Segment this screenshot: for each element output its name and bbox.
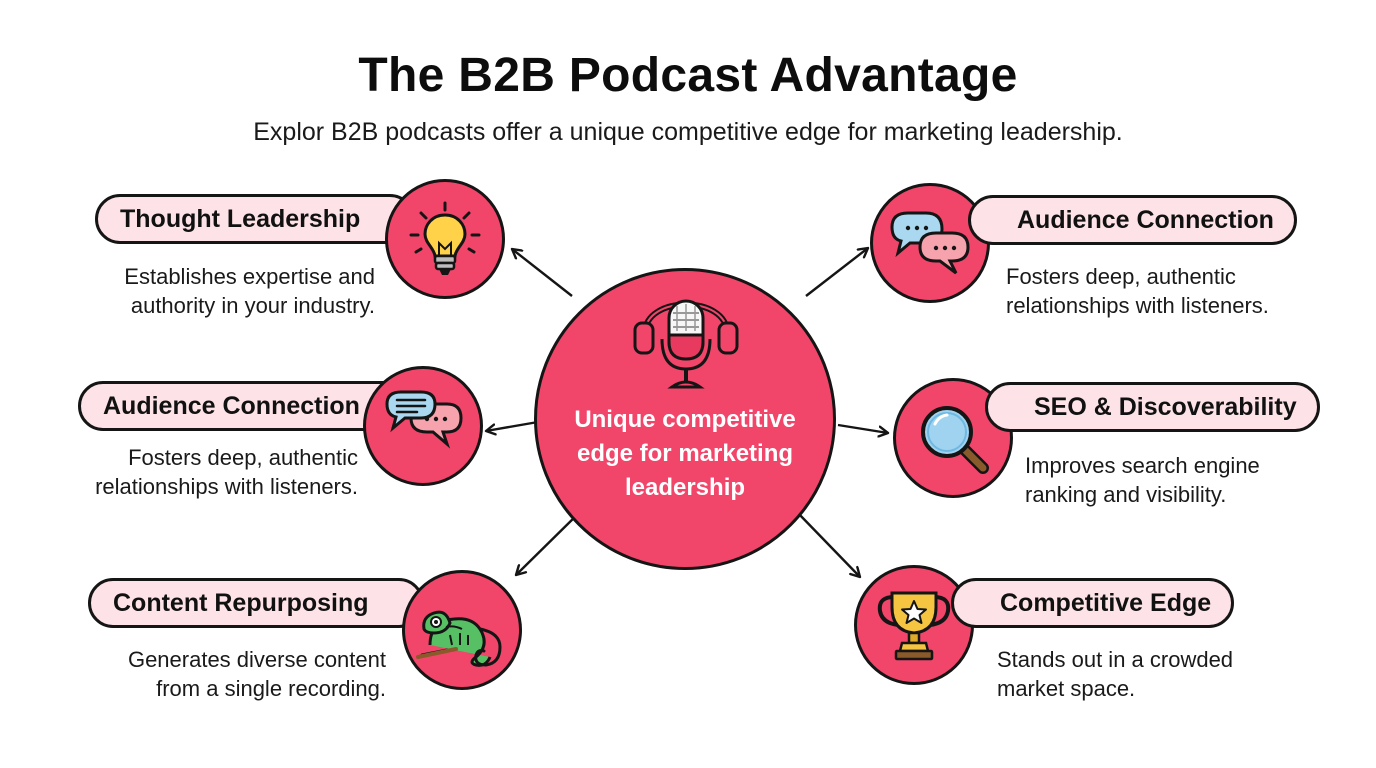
- description-line: Fosters deep, authentic: [1006, 264, 1236, 289]
- description-line: market space.: [997, 676, 1136, 701]
- arrow-to-competitive-edge: [796, 511, 860, 577]
- trophy-icon: [877, 591, 951, 661]
- node-title-audience-connection-left: Audience Connection: [78, 381, 415, 431]
- hub-label: Unique competitive edge for marketing le…: [553, 403, 817, 505]
- node-icon-circle-audience-connection-left: [363, 366, 483, 486]
- chat-bubbles-icon: [890, 211, 970, 275]
- node-description-thought-leadership: Establishes expertise and authority in y…: [124, 262, 375, 320]
- node-description-audience-connection-right: Fosters deep, authentic relationships wi…: [1006, 262, 1269, 320]
- description-line: Stands out in a crowded: [997, 647, 1234, 672]
- node-title-content-repurposing: Content Repurposing: [88, 578, 424, 628]
- chat-bubbles-icon: [385, 390, 463, 449]
- description-line: relationships with listeners.: [1006, 293, 1269, 318]
- description-line: Establishes expertise and: [124, 264, 375, 289]
- page-title: The B2B Podcast Advantage: [358, 49, 1018, 102]
- description-line: authority in your industry.: [130, 293, 375, 318]
- chameleon-icon: [416, 610, 502, 667]
- arrow-to-thought-leadership: [512, 249, 573, 297]
- arrow-to-audience-connection-left: [486, 420, 539, 431]
- lightbulb-icon: [409, 201, 481, 275]
- node-description-competitive-edge: Stands out in a crowded market space.: [997, 645, 1233, 703]
- description-line: Fosters deep, authentic: [128, 445, 358, 470]
- node-title-seo-discoverability: SEO & Discoverability: [985, 382, 1320, 432]
- node-title-thought-leadership: Thought Leadership: [95, 194, 416, 244]
- arrow-to-content-repurposing: [516, 509, 583, 575]
- description-line: Generates diverse content: [127, 647, 386, 672]
- central-hub: Unique competitive edge for marketing le…: [534, 268, 836, 570]
- hub-label-line: Unique competitive: [574, 406, 796, 433]
- node-icon-circle-thought-leadership: [385, 179, 505, 299]
- node-title-competitive-edge: Competitive Edge: [951, 578, 1235, 628]
- node-description-seo-discoverability: Improves search engine ranking and visib…: [1025, 451, 1260, 509]
- description-line: Improves search engine: [1025, 453, 1260, 478]
- hub-label-line: leadership: [624, 474, 746, 501]
- description-line: from a single recording.: [156, 676, 386, 701]
- podcast-microphone-headphones-icon: [631, 273, 741, 396]
- page-subtitle: Explor B2B podcasts offer a unique compe…: [253, 118, 1123, 146]
- node-description-content-repurposing: Generates diverse content from a single …: [128, 645, 386, 703]
- node-description-audience-connection-left: Fosters deep, authentic relationships wi…: [95, 443, 358, 501]
- node-icon-circle-audience-connection-right: [870, 183, 990, 303]
- arrow-to-audience-connection-right: [805, 248, 868, 297]
- node-icon-circle-competitive-edge: [854, 565, 974, 685]
- magnifying-glass-icon: [921, 406, 989, 474]
- node-icon-circle-content-repurposing: [402, 570, 522, 690]
- node-title-audience-connection-right: Audience Connection: [968, 195, 1297, 245]
- arrow-to-seo-discoverability: [837, 423, 888, 433]
- description-line: ranking and visibility.: [1025, 482, 1227, 507]
- hub-label-line: edge for marketing: [576, 440, 794, 467]
- description-line: relationships with listeners.: [95, 474, 358, 499]
